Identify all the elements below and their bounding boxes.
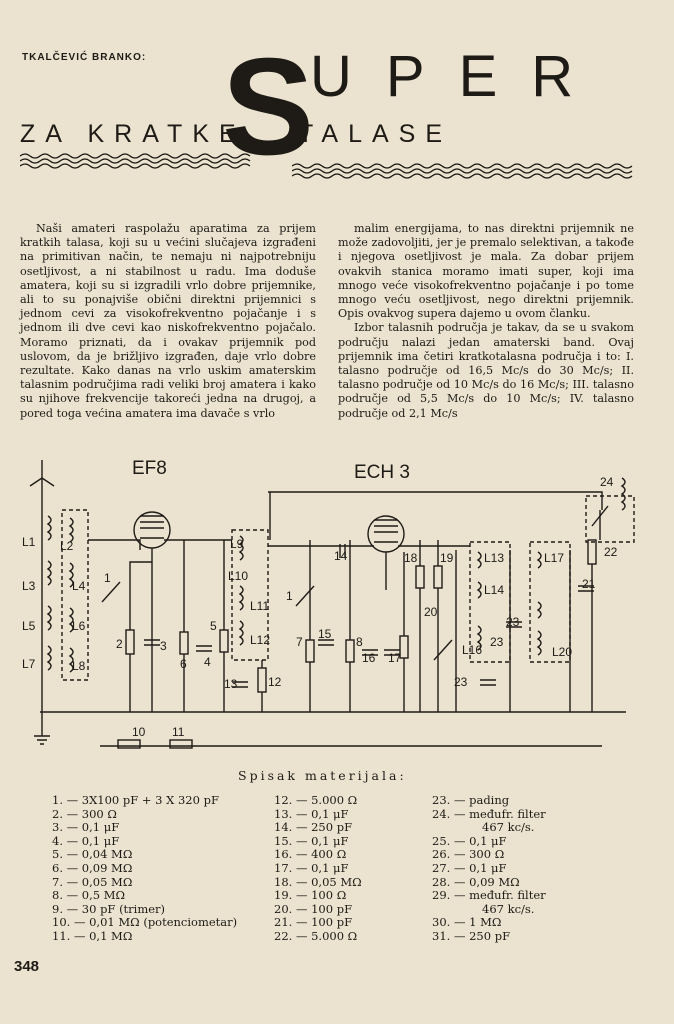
material-item: 2. — 300 Ω [52,806,117,821]
component-label: L6 [72,619,86,633]
page-number: 348 [14,958,40,975]
component-label: L12 [250,633,270,647]
component-label: 24 [600,475,614,489]
material-item: 24. — međufr. filter [432,806,546,821]
article-paragraph: malim energijama, to nas direktni prijem… [338,222,634,321]
material-item: 1. — 3X100 pF + 3 X 320 pF [52,793,219,807]
component-label: L2 [60,539,74,553]
component-label: 23 [454,675,468,689]
material-item: 22. — 5.000 Ω [274,928,358,943]
component-label: 10 [132,725,146,739]
component-label: L14 [484,583,504,597]
component-label: 21 [582,577,596,591]
materials-column-2: 12. — 5.000 Ω 13. — 0,1 μF 14. — 250 pF … [274,793,362,944]
material-item: 13. — 0,1 μF [274,806,349,821]
component-label: L10 [228,569,248,583]
title-main: UPER [310,44,608,109]
component-label: L5 [22,619,36,633]
wave-rule-right [292,163,633,179]
material-item: 467 kc/s. [482,901,535,916]
component-label: 6 [180,657,187,671]
material-item: 25. — 0,1 μF [432,833,507,848]
tube2-label: ECH 3 [354,462,410,483]
tube1-label: EF8 [132,458,167,479]
materials-column-1: 1. — 3X100 pF + 3 X 320 pF 2. — 300 Ω 3.… [52,793,238,944]
materials-list-title: Spisak materijala: [238,768,407,783]
material-item: 30. — 1 MΩ [432,915,502,930]
material-item: 10. — 0,01 MΩ (potenciometar) [52,915,238,930]
component-label: 22 [604,545,618,559]
material-item: 15. — 0,1 μF [274,833,349,848]
component-label: 4 [204,655,211,669]
material-item: 21. — 100 pF [274,915,353,930]
materials-column-3: 23. — pading 24. — međufr. filter 467 kc… [432,793,546,944]
component-label: 8 [356,635,363,649]
component-label: L20 [552,645,572,659]
component-label: 7 [296,635,303,649]
component-label: 14 [334,549,348,563]
author-name: TKALČEVIĆ BRANKO: [22,52,147,63]
material-item: 3. — 0,1 μF [52,820,120,835]
component-label: 19 [440,551,454,565]
component-label: L7 [22,657,36,671]
material-item: 23. — pading [432,793,510,807]
component-label: 5 [210,619,217,633]
material-item: 11. — 0,1 MΩ [52,928,133,943]
article-column-2: malim energijama, to nas direktni prijem… [338,222,634,421]
component-label: 1 [104,571,111,585]
component-label: 13 [224,677,238,691]
component-label: L3 [22,579,36,593]
component-label: 20 [424,605,438,619]
material-item: 17. — 0,1 μF [274,860,349,875]
material-item: 31. — 250 pF [432,928,511,943]
component-label: 16 [362,651,376,665]
material-item: 12. — 5.000 Ω [274,793,358,807]
material-item: 7. — 0,05 MΩ [52,874,133,889]
component-label: 12 [268,675,282,689]
material-item: 28. — 0,09 MΩ [432,874,520,889]
material-item: 29. — međufr. filter [432,888,546,903]
material-item: 27. — 0,1 μF [432,860,507,875]
article-paragraph: Izbor talasnih područja je takav, da se … [338,321,634,420]
component-label: L16 [462,643,482,657]
title-initial: S [222,30,315,184]
material-item: 26. — 300 Ω [432,847,505,862]
component-label: 23 [506,615,520,629]
component-label: 2 [116,637,123,651]
material-item: 14. — 250 pF [274,820,353,835]
component-label: 1 [286,589,293,603]
material-item: 6. — 0,09 MΩ [52,860,133,875]
component-label: L17 [544,551,564,565]
article-paragraph: Naši amateri raspolažu aparatima za prij… [20,222,316,420]
component-label: 15 [318,627,332,641]
article-column-1: Naši amateri raspolažu aparatima za prij… [20,222,316,421]
component-label: L11 [250,599,269,613]
material-item: 4. — 0,1 μF [52,833,120,848]
material-item: 16. — 400 Ω [274,847,347,862]
material-item: 467 kc/s. [482,820,535,835]
material-item: 9. — 30 pF (trimer) [52,901,166,916]
material-item: 19. — 100 Ω [274,888,347,903]
component-label: L8 [72,659,86,673]
material-item: 20. — 100 pF [274,901,353,916]
component-label: 18 [404,551,418,565]
material-item: 18. — 0,05 MΩ [274,874,362,889]
material-item: 5. — 0,04 MΩ [52,847,133,862]
component-label: 17 [388,651,402,665]
component-label: L13 [484,551,504,565]
subtitle-part2: TALASE [298,120,453,148]
component-label: L9 [230,537,244,551]
wave-rule-left [20,153,251,169]
subtitle-part1: ZA KRATKE [20,120,246,148]
component-label: 11 [172,725,185,739]
component-label: L4 [72,579,86,593]
component-label: 3 [160,639,167,653]
component-label: L1 [22,535,36,549]
circuit-schematic: EF8 ECH 3 L1 L2 L3 L4 L5 L6 L7 L8 L9 L10… [22,458,635,749]
component-label: 23 [490,635,504,649]
material-item: 8. — 0,5 MΩ [52,888,126,903]
